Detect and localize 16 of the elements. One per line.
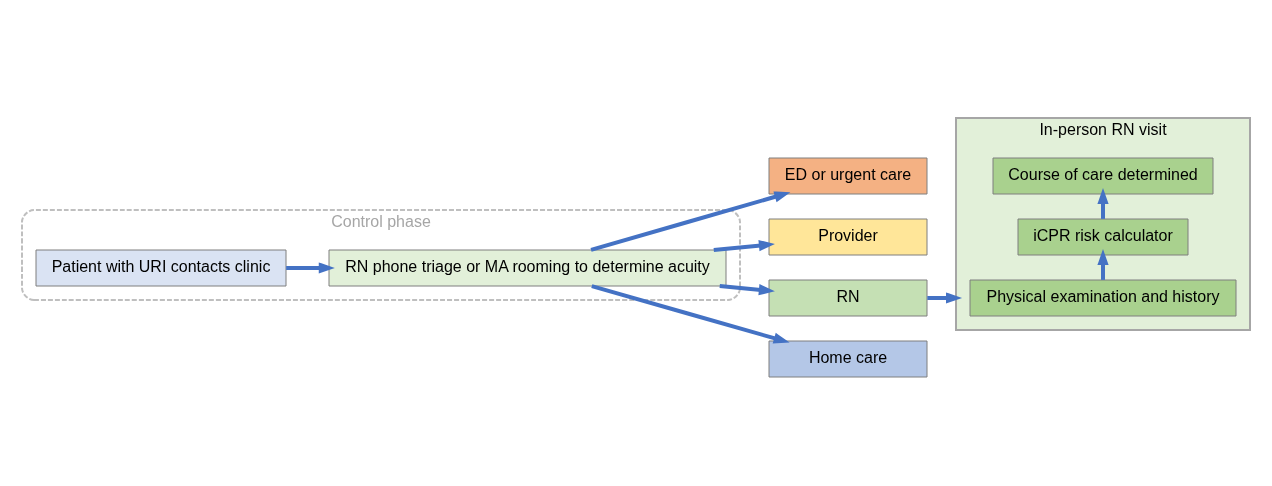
node-box: Physical examination and history	[969, 279, 1237, 316]
node-box: Home care	[768, 340, 928, 377]
arrow	[1097, 187, 1109, 219]
node-box: iCPR risk calculator	[1017, 218, 1189, 255]
node-box: ED or urgent care	[768, 157, 928, 194]
arrow	[719, 283, 775, 295]
node-box: Course of care determined	[992, 157, 1214, 194]
arrow	[1097, 248, 1109, 280]
node-box: Patient with URI contacts clinic	[35, 249, 287, 286]
node-box: RN phone triage or MA rooming to determine acuity	[328, 249, 727, 286]
arrow	[590, 190, 791, 252]
node-box: RN	[768, 279, 928, 316]
arrow	[713, 239, 775, 252]
node-box: Provider	[768, 218, 928, 255]
arrow	[927, 291, 963, 304]
arrow	[286, 261, 335, 274]
